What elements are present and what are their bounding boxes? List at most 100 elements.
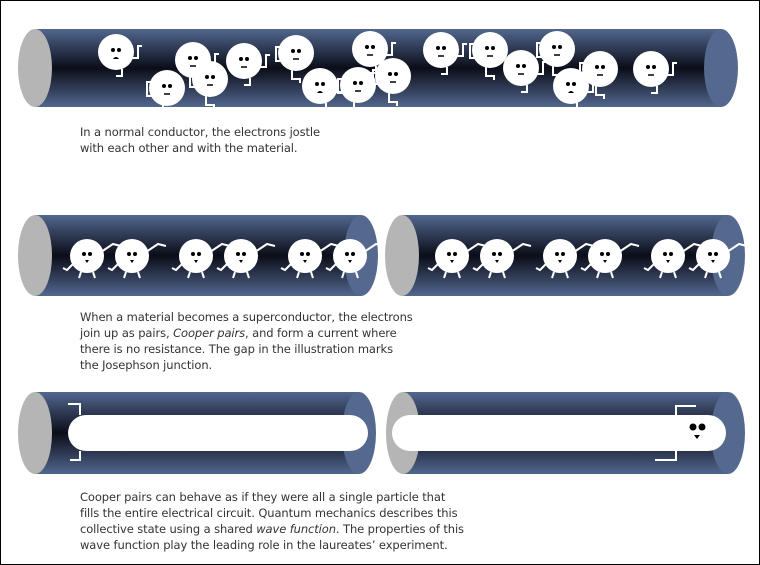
electron-limb — [502, 271, 506, 279]
electron-body — [340, 67, 376, 103]
electron-limb — [310, 271, 314, 279]
electron-body — [288, 239, 322, 273]
electron — [427, 239, 487, 279]
electron-eye — [351, 252, 355, 256]
electron-eye — [236, 252, 240, 256]
electron-limb — [318, 242, 340, 253]
electron-limb — [232, 271, 236, 279]
electron-limb — [355, 271, 359, 279]
electron-limb — [296, 271, 300, 279]
electron-body — [480, 239, 514, 273]
electron — [62, 239, 122, 279]
electron-limb — [571, 103, 578, 111]
electron-eye — [88, 252, 92, 256]
electron-eye — [652, 65, 656, 69]
electron-limb — [688, 263, 700, 272]
caption-line: When a material becomes a superconductor… — [80, 310, 413, 324]
electron-limb — [162, 104, 172, 118]
electron-limb — [388, 92, 398, 106]
electron-mouth — [303, 260, 307, 263]
electron-eye — [306, 252, 310, 256]
electron-limb — [246, 271, 250, 279]
electron — [337, 67, 376, 115]
electron-eye — [371, 45, 375, 49]
electron-eye — [558, 45, 562, 49]
electron-limb — [209, 242, 231, 253]
electron-limb — [116, 69, 123, 77]
electron-mouth — [194, 260, 198, 263]
electron-limb — [718, 271, 722, 279]
electron-eye — [127, 252, 131, 256]
electron-body — [224, 239, 258, 273]
electron — [472, 239, 532, 279]
electron-eye — [492, 252, 496, 256]
electron-eye — [242, 252, 246, 256]
caption-line: collective state using a shared wave fun… — [80, 521, 464, 537]
electron-eye — [552, 45, 556, 49]
electron — [325, 239, 385, 279]
electron-mouth — [711, 260, 715, 263]
electron-eye — [117, 48, 121, 52]
text: , and form a current where — [245, 326, 397, 340]
electron-body — [302, 68, 338, 104]
electron-mouth — [495, 260, 499, 263]
electron-eye — [566, 82, 570, 86]
electron-body — [375, 58, 411, 94]
electron-eye — [111, 48, 115, 52]
electron-limb — [596, 271, 600, 279]
electron-eye — [522, 64, 526, 68]
electron-body — [472, 32, 508, 68]
electron-eye — [447, 252, 451, 256]
electron-body — [582, 51, 618, 87]
electron-eye — [291, 49, 295, 53]
electron-limb — [320, 103, 327, 111]
electron-limb — [427, 263, 439, 272]
electron-mouth — [348, 260, 352, 263]
electron-eye — [205, 75, 209, 79]
electron-mouth — [130, 260, 134, 263]
electron-eye — [245, 57, 249, 61]
electron-limb — [187, 271, 191, 279]
electron-limb — [291, 69, 301, 83]
particle-eye — [689, 423, 697, 431]
electron-limb — [216, 263, 228, 272]
electron-limb — [655, 451, 677, 461]
caption-wave-function: Cooper pairs can behave as if they were … — [80, 489, 464, 553]
electron — [688, 239, 748, 279]
electron-limb — [145, 242, 167, 253]
electron — [189, 61, 228, 109]
electron-eye — [601, 65, 605, 69]
electron-eye — [491, 46, 495, 50]
electron-eye — [191, 252, 195, 256]
electron-eye — [321, 82, 325, 86]
electron-limb — [485, 66, 495, 80]
particle-mouth — [694, 435, 700, 439]
electron — [469, 32, 508, 80]
electron-limb — [565, 271, 569, 279]
electron-limb — [254, 242, 276, 253]
electron-eye — [572, 82, 576, 86]
electron-eye — [133, 252, 137, 256]
caption-line: there is no resistance. The gap in the i… — [80, 342, 393, 356]
electron-limb — [455, 43, 467, 57]
electron-eye — [197, 252, 201, 256]
caption-line: with each other and with the material. — [80, 141, 298, 155]
electron-limb — [244, 78, 251, 86]
electron-mouth — [450, 260, 454, 263]
electron-body — [588, 239, 622, 273]
electron — [107, 239, 167, 279]
electron — [633, 51, 677, 94]
electron — [535, 239, 595, 279]
electron-limb — [130, 45, 142, 59]
electron-limb — [510, 242, 532, 253]
text: . The properties of this — [335, 522, 464, 536]
electron-eye — [168, 84, 172, 88]
electron-body — [423, 32, 459, 68]
electron — [216, 239, 276, 279]
electron-body — [543, 239, 577, 273]
electron-eye — [436, 46, 440, 50]
electron-limb — [353, 101, 363, 115]
electron-body — [179, 239, 213, 273]
electron-eye — [453, 252, 457, 256]
caption-superconductor: When a material becomes a superconductor… — [80, 309, 413, 373]
